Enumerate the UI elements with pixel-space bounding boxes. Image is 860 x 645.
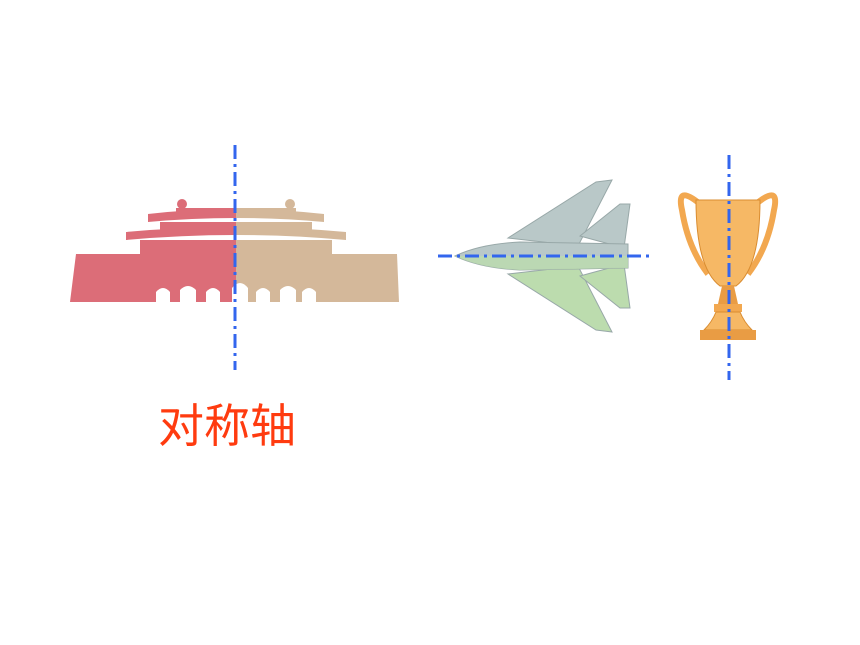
axis-caption: 对称轴	[158, 399, 296, 453]
fighter-jet	[453, 179, 631, 333]
